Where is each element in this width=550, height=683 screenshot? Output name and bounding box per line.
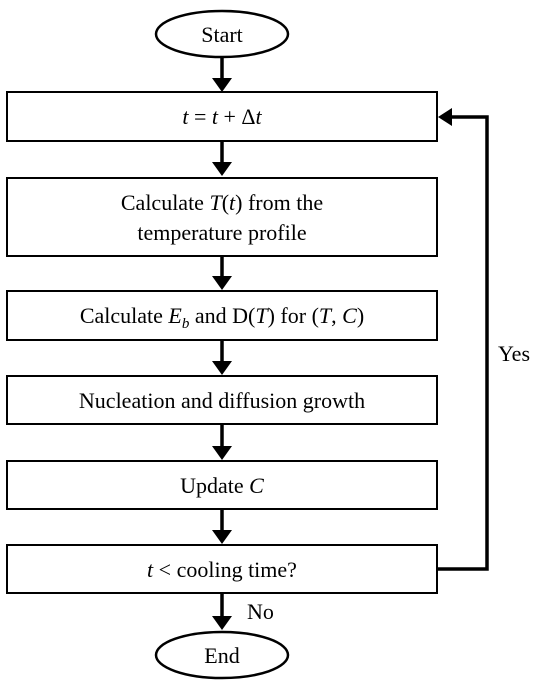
calc-eb-label: Calculate Eb and D(T) for (T, C) [80,303,364,332]
end-label: End [204,643,239,668]
end-node: End [154,630,290,680]
arrow-update-to-decision [212,509,232,544]
calc-temp-node: Calculate T(t) from the temperature prof… [6,177,438,257]
update-node: Update C [6,460,438,510]
start-label: Start [201,22,243,47]
nucleation-label: Nucleation and diffusion growth [79,388,365,413]
arrow-calc-temp-to-calc-eb [212,256,232,290]
arrow-calc-eb-to-nucleation [212,340,232,375]
arrow-decision-to-end [212,593,232,630]
update-label: Update C [180,473,264,498]
calc-temp-line1: Calculate T(t) from the [121,190,323,215]
step-label: t = t + Δt [182,104,262,129]
no-label: No [247,599,274,624]
decision-node: t < cooling time? [6,544,438,594]
arrow-nucleation-to-update [212,424,232,460]
step-node: t = t + Δt [6,91,438,142]
arrow-step-to-calc-temp [212,141,232,176]
decision-label: t < cooling time? [147,557,297,582]
calc-eb-node: Calculate Eb and D(T) for (T, C) [6,290,438,341]
yes-label: Yes [498,341,530,366]
calc-temp-line2: temperature profile [137,220,306,245]
arrow-start-to-step [212,57,232,92]
yes-loop-edge [437,108,489,571]
start-node: Start [154,9,290,59]
nucleation-node: Nucleation and diffusion growth [6,375,438,425]
